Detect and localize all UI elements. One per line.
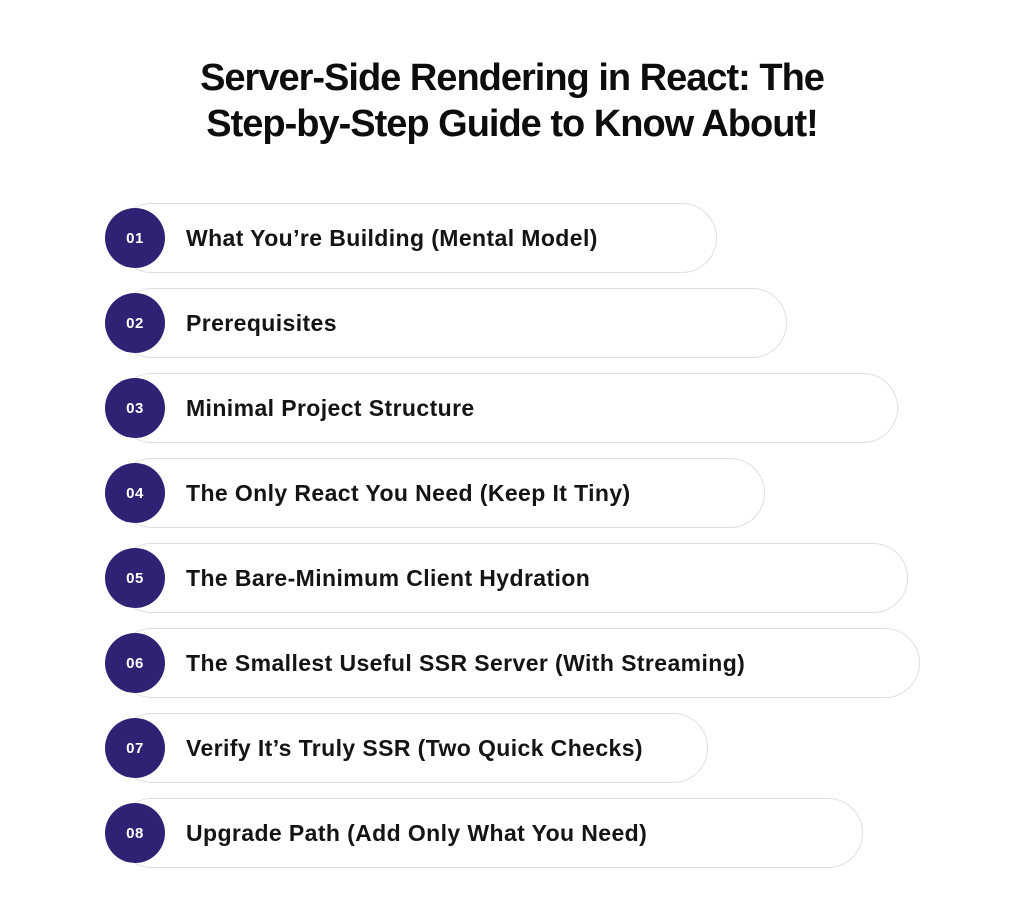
step-label: Upgrade Path (Add Only What You Need): [186, 819, 648, 846]
step-label: What You’re Building (Mental Model): [186, 224, 598, 251]
step-pill: Verify It’s Truly SSR (Two Quick Checks): [117, 713, 708, 783]
step-number-badge: 01: [105, 208, 165, 268]
step-number: 07: [126, 739, 144, 757]
step-pill: Minimal Project Structure: [117, 373, 898, 443]
step-number: 01: [126, 229, 144, 247]
step-number: 08: [126, 824, 144, 842]
step-number-badge: 07: [105, 718, 165, 778]
step-number-badge: 04: [105, 463, 165, 523]
page-title-line2: Step-by-Step Guide to Know About!: [206, 103, 819, 145]
step-number: 02: [126, 314, 144, 332]
step-label: The Bare-Minimum Client Hydration: [186, 564, 591, 591]
step-number-badge: 05: [105, 548, 165, 608]
step-number: 06: [126, 654, 144, 672]
step-number: 03: [126, 399, 144, 417]
step-number-badge: 08: [105, 803, 165, 863]
step-label: Minimal Project Structure: [186, 394, 475, 421]
step-number-badge: 06: [105, 633, 165, 693]
step-number-badge: 03: [105, 378, 165, 438]
step-number: 05: [126, 569, 144, 587]
step-pill: What You’re Building (Mental Model): [117, 203, 717, 273]
step-label: The Only React You Need (Keep It Tiny): [186, 479, 631, 506]
step-number-badge: 02: [105, 293, 165, 353]
step-pill: Prerequisites: [117, 288, 787, 358]
step-pill: The Bare-Minimum Client Hydration: [117, 543, 908, 613]
step-pill: Upgrade Path (Add Only What You Need): [117, 798, 863, 868]
step-pill: The Smallest Useful SSR Server (With Str…: [117, 628, 920, 698]
page-title: Server-Side Rendering in React: The Step…: [0, 55, 1024, 147]
step-label: Prerequisites: [186, 309, 337, 336]
step-number: 04: [126, 484, 144, 502]
step-pill: The Only React You Need (Keep It Tiny): [117, 458, 765, 528]
step-label: The Smallest Useful SSR Server (With Str…: [186, 649, 746, 676]
step-label: Verify It’s Truly SSR (Two Quick Checks): [186, 734, 643, 761]
page-title-line1: Server-Side Rendering in React: The: [200, 57, 825, 99]
